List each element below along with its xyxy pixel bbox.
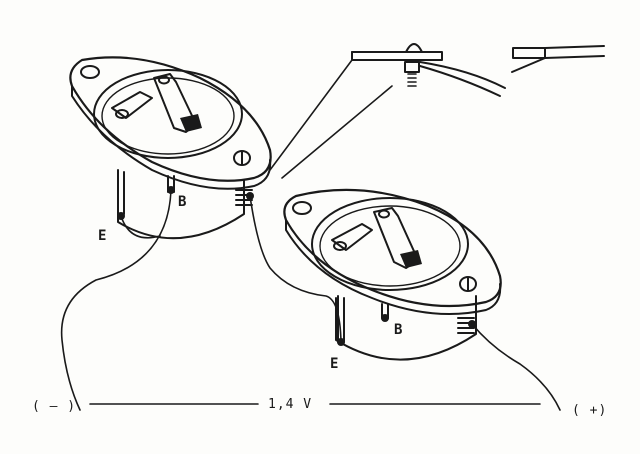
voltage-label: 1,4 V [268,397,312,412]
left-tag-1 [111,91,153,119]
positive-terminal-label: ( +) [572,403,607,418]
inset-thread [407,73,417,87]
right-pin-base-joint [381,314,389,322]
right-mount-hole-1 [292,201,312,215]
right-tag-2-eye [378,209,390,219]
inset-screw-head [405,43,423,53]
left-tag-solder [180,114,202,132]
right-collector-thread [457,317,475,334]
right-tag-solder [400,250,422,268]
right-pin-emitter [337,295,345,343]
right-can-body [335,295,477,361]
left-emitter-label: E [98,228,106,244]
left-case-top [93,69,243,159]
transistor-to3-left [69,56,272,240]
inset-wire-end [511,57,546,73]
left-pin-emitter [117,169,125,215]
left-flange [69,56,272,182]
right-case-top [311,197,469,291]
inset-sleeve [512,47,546,59]
right-tag-1 [331,223,373,251]
left-collector-thread [235,189,253,206]
left-tag-1-eye [115,109,129,119]
wire-left-base-to-negative [60,189,172,411]
left-mount-hole-1 [80,65,100,79]
inset-cable-lower [419,65,501,97]
right-emitter-label: E [330,356,338,372]
right-flange-edge [285,219,502,315]
wiring [60,189,561,411]
inset-cable-upper [419,61,506,89]
wire-left-collector-to-right-emitter [249,195,342,343]
inset-pointer-left [269,59,353,171]
inset-sleeve-cable [544,45,605,59]
right-base-label: B [394,322,402,338]
left-tag-2-eye [158,75,170,85]
inset-pointer-right [281,85,393,179]
right-tag-1-eye [333,241,347,251]
left-base-label: B [178,194,186,210]
inset-plate [351,51,443,61]
negative-terminal-label: ( – ) [32,399,76,414]
right-flange [283,188,502,308]
wire-left-emitter-bend [120,215,161,239]
right-case-rim [319,205,461,287]
left-flange-edge [71,85,272,190]
transistor-to3-right [283,188,502,361]
wire-right-collector-to-positive [471,323,561,411]
inset-nut [404,61,420,73]
mounting-detail-inset [269,43,605,179]
